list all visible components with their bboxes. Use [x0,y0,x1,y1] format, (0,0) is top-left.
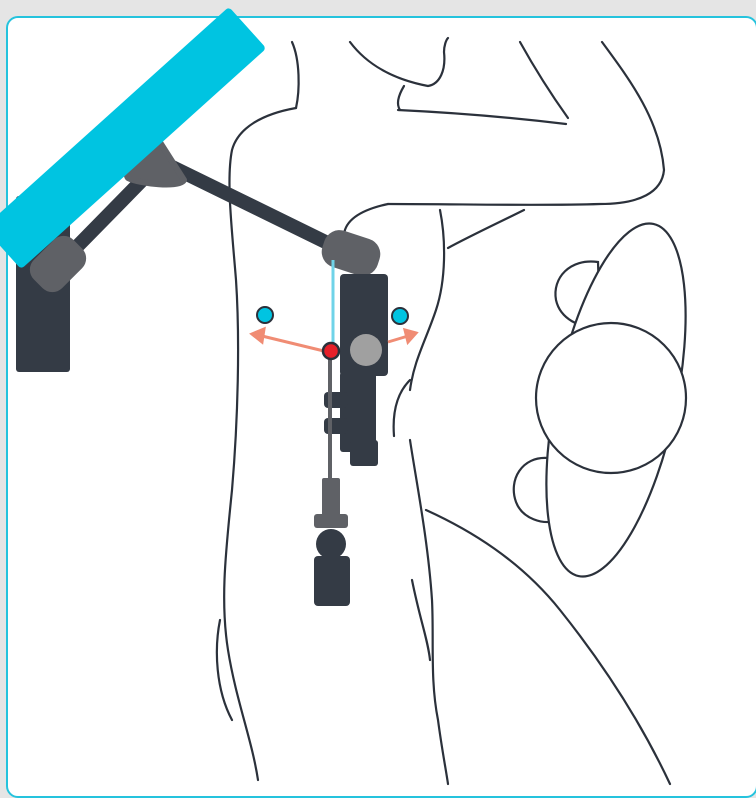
landmark-dot-left [257,307,273,323]
clamp-tab-lower [324,418,348,434]
raised-arm-upper-line [292,42,299,108]
arrow-right-head [405,330,416,342]
hip-contour [426,510,670,784]
instrument-collar [314,514,348,528]
forearm-inner [398,110,566,124]
flank-curve [394,380,410,436]
holder-tail [350,440,378,466]
entry-point-marker [323,343,339,359]
instrument-handle [314,556,350,606]
raised-forearm [388,42,664,205]
instrument-barrel [322,478,340,518]
neck-line [398,86,404,110]
arrow-left-head [252,329,264,342]
instrument-assembly [314,260,388,606]
head-outline [350,38,448,86]
arm-distal-joint [318,226,385,280]
chest-contour [410,210,444,390]
landmark-dot-right [392,308,408,324]
positioning-supports [514,211,712,588]
arm-upper-segment [158,160,346,252]
clamp-tab-upper [324,392,348,408]
torso-front-contour [344,204,388,234]
support-disc [536,323,686,473]
armpit-line [448,210,524,248]
holder-pivot [350,334,382,366]
arrow-right [388,336,408,342]
arrow-left [262,336,328,352]
cyan-bed-rail [0,7,266,269]
thigh-line [412,580,430,660]
abdomen-contour [410,440,448,784]
lower-body-contour [217,620,232,720]
raised-arm [520,42,568,118]
instrument-knob [316,529,346,559]
